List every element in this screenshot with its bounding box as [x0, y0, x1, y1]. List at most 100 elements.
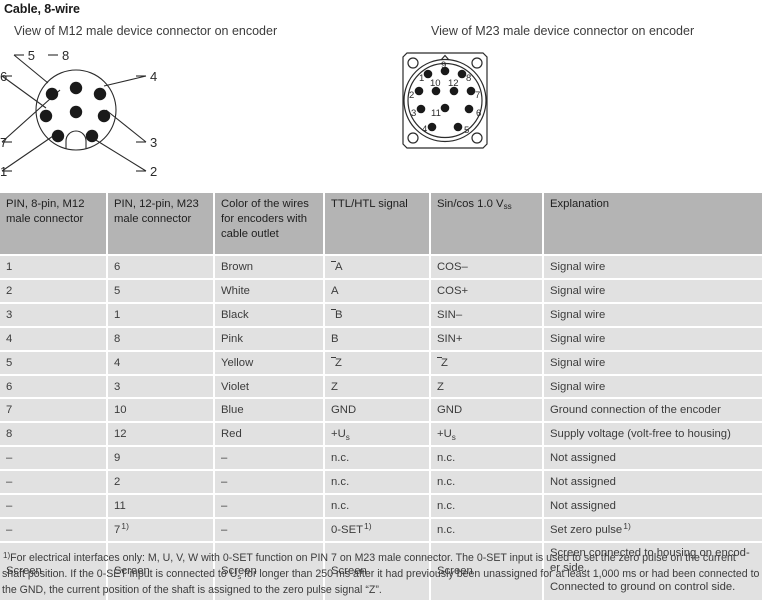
cell-sincos-signal: SIN– — [430, 302, 544, 328]
m12-connector-diagram: 5 8 6 7 1 2 3 4 — [0, 38, 160, 183]
m23-pin-label-4: 4 — [422, 124, 427, 135]
cell-m12-pin: 2 — [0, 278, 108, 304]
cell-sincos-signal: +Us — [430, 422, 544, 448]
cell-sincos-signal: n.c. — [430, 470, 544, 496]
m12-diagram-caption: View of M12 male device connector on enc… — [14, 24, 278, 38]
cell-explanation: Signal wire — [543, 278, 762, 304]
cell-explanation: Not assigned — [543, 470, 762, 496]
m12-pin-dot-7 — [39, 109, 53, 123]
m23-keyway-bump — [440, 54, 450, 61]
m12-pin-dot-4 — [93, 87, 107, 101]
m12-pin-dot-2 — [85, 129, 99, 143]
cell-m12-pin: 8 — [0, 422, 108, 448]
m23-pin-dot-4 — [427, 122, 437, 132]
cell-m12-pin: – — [0, 470, 108, 496]
m23-inner-circle — [407, 62, 483, 139]
m23-pin-dot-12 — [449, 86, 459, 96]
cell-m12-pin: Screen — [0, 541, 108, 602]
m12-keyway-notch — [65, 130, 87, 149]
cell-explanation: Not assigned — [543, 494, 762, 519]
cell-wire-color: White — [214, 278, 325, 304]
cell-explanation: Not assigned — [543, 446, 762, 472]
m23-connector-diagram: 1 9 8 2 10 12 7 3 11 6 4 5 — [390, 48, 500, 158]
table-row: –71)–0-SET1)n.c.Set zero pulse1) — [0, 517, 762, 543]
cell-ttl-htl-signal: Z — [324, 350, 431, 376]
cell-m12-pin: – — [0, 446, 108, 472]
m23-pin-label-7: 7 — [475, 90, 480, 101]
cell-explanation: Screen connected to housing on encod-er … — [543, 541, 762, 602]
cell-wire-color: – — [214, 470, 325, 496]
m12-pin-label-5: 5 — [28, 48, 35, 63]
cell-ttl-htl-signal: Screen — [324, 541, 431, 602]
m23-diagram-caption: View of M23 male device connector on enc… — [431, 24, 695, 38]
pin-assignment-table: PIN, 8-pin, M12 male connector PIN, 12-p… — [0, 193, 762, 602]
cell-m23-pin: 11 — [107, 494, 215, 519]
cell-m12-pin: 5 — [0, 350, 108, 376]
m23-connector-svg: 1 9 8 2 10 12 7 3 11 6 4 5 — [402, 52, 488, 149]
cell-m23-pin: 4 — [107, 350, 215, 376]
m12-body-circle — [35, 69, 117, 151]
m23-pin-dot-2 — [414, 86, 424, 96]
m23-pin-dots — [414, 66, 476, 132]
footnote-subscript: s — [237, 572, 242, 582]
cell-ttl-htl-signal: A — [324, 255, 431, 280]
leader-3 — [105, 109, 147, 143]
cell-ttl-htl-signal: 0-SET1) — [324, 517, 431, 543]
column-header-ttl-htl-signal: TTL/HTL signal — [324, 193, 431, 256]
cell-sincos-signal: Screen — [430, 541, 544, 602]
cell-ttl-htl-signal: Z — [324, 374, 431, 400]
table-header: PIN, 8-pin, M12 male connector PIN, 12-p… — [0, 193, 762, 256]
footnote-ref: 1) — [623, 521, 631, 532]
table-row: –11–n.c.n.c.Not assigned — [0, 494, 762, 519]
cell-ttl-htl-signal: +Us — [324, 422, 431, 448]
cell-explanation: Signal wire — [543, 326, 762, 352]
m23-pin-label-6: 6 — [476, 108, 481, 119]
cell-explanation: Ground connection of the encoder — [543, 398, 762, 424]
cell-m23-pin: 8 — [107, 326, 215, 352]
cell-explanation: Supply voltage (volt-free to housing) — [543, 422, 762, 448]
column-header-sincos-signal: Sin/cos 1.0 Vss — [430, 193, 544, 256]
m23-pin-dot-9 — [440, 66, 450, 76]
cell-wire-color: – — [214, 446, 325, 472]
m12-pin-label-3: 3 — [150, 135, 157, 150]
cell-explanation: Signal wire — [543, 350, 762, 376]
cell-explanation: Signal wire — [543, 302, 762, 328]
cell-ttl-htl-signal: B — [324, 302, 431, 328]
cell-wire-color: Screen — [214, 541, 325, 602]
cell-m23-pin: 5 — [107, 278, 215, 304]
m23-pin-dot-5 — [453, 122, 463, 132]
m12-pin-dot-1 — [51, 129, 65, 143]
column-header-m23-pin: PIN, 12-pin, M23 male connector — [107, 193, 215, 256]
m23-pin-dot-7 — [466, 86, 476, 96]
cell-sincos-signal: n.c. — [430, 517, 544, 543]
cell-sincos-signal: SIN+ — [430, 326, 544, 352]
column-header-explanation: Explanation — [543, 193, 762, 256]
m12-pin-label-7: 7 — [0, 135, 7, 150]
footnote-text-part1: For electrical interfaces only: M, U, V,… — [2, 552, 736, 580]
cell-m12-pin: 4 — [0, 326, 108, 352]
cell-ttl-htl-signal: n.c. — [324, 470, 431, 496]
cell-ttl-htl-signal: GND — [324, 398, 431, 424]
cell-sincos-signal: Z — [430, 350, 544, 376]
footnote: 1)For electrical interfaces only: M, U, … — [2, 551, 760, 599]
m23-mount-hole-bl — [407, 132, 419, 144]
cell-m23-pin: 1 — [107, 302, 215, 328]
m23-pin-label-12: 12 — [448, 78, 459, 89]
m12-pin-label-2: 2 — [150, 164, 157, 178]
cell-ttl-htl-signal: n.c. — [324, 446, 431, 472]
leader-6 — [1, 75, 47, 109]
m23-pin-dot-10 — [431, 86, 441, 96]
m12-pin-label-8: 8 — [62, 48, 69, 63]
m23-mount-hole-br — [471, 132, 483, 144]
cell-m23-pin: 3 — [107, 374, 215, 400]
m23-pin-label-1: 1 — [419, 73, 424, 84]
m12-pin-dot-8 — [69, 105, 83, 119]
cell-wire-color: – — [214, 494, 325, 519]
cell-wire-color: Violet — [214, 374, 325, 400]
